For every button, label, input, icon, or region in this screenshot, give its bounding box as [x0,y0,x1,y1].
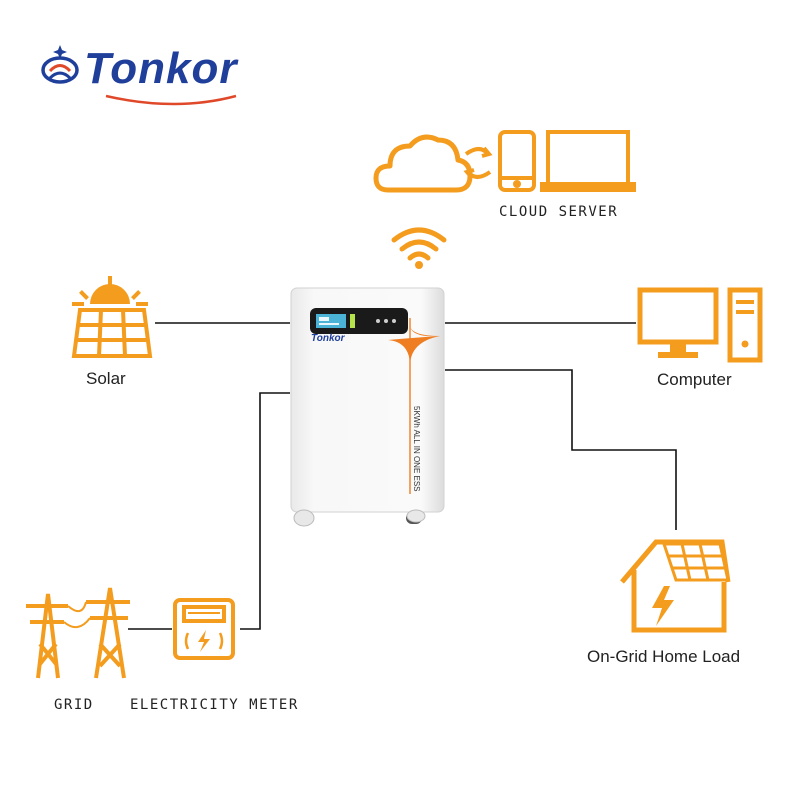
cloud-server-label: CLOUD SERVER [499,204,619,220]
solar-home-icon [620,539,731,633]
laptop-icon [540,130,636,192]
desktop-computer-icon [637,287,763,363]
bolt-icon [652,586,674,626]
sync-arrows-icon [463,146,493,180]
power-tower-icon [26,587,130,679]
solar-panel-icon [71,276,153,358]
home-load-label: On-Grid Home Load [587,647,741,666]
phone-icon [498,130,536,192]
computer-label: Computer [657,370,732,389]
electricity-meter-icon [173,598,235,660]
solar-label: Solar [86,369,126,388]
device-model-label: 5KWh ALL IN ONE ESS [412,406,421,492]
brand-logo-text: Tonkor [84,44,238,93]
wifi-icon [391,227,447,269]
status-indicator [350,314,355,328]
home-load-link [445,369,677,530]
meter-to-device-link [240,392,290,630]
grid-label: GRID [54,697,94,713]
brand-logo-mark [41,45,237,106]
meter-label: ELECTRICITY METER [130,697,299,713]
cloud-server-group [372,124,642,204]
device-brand-label: Tonkor [311,333,345,344]
brand-logo: Tonkor [36,40,276,106]
ess-battery-unit: Tonkor 5KWh ALL IN ONE ESS [290,286,445,536]
cloud-icon [373,134,473,193]
